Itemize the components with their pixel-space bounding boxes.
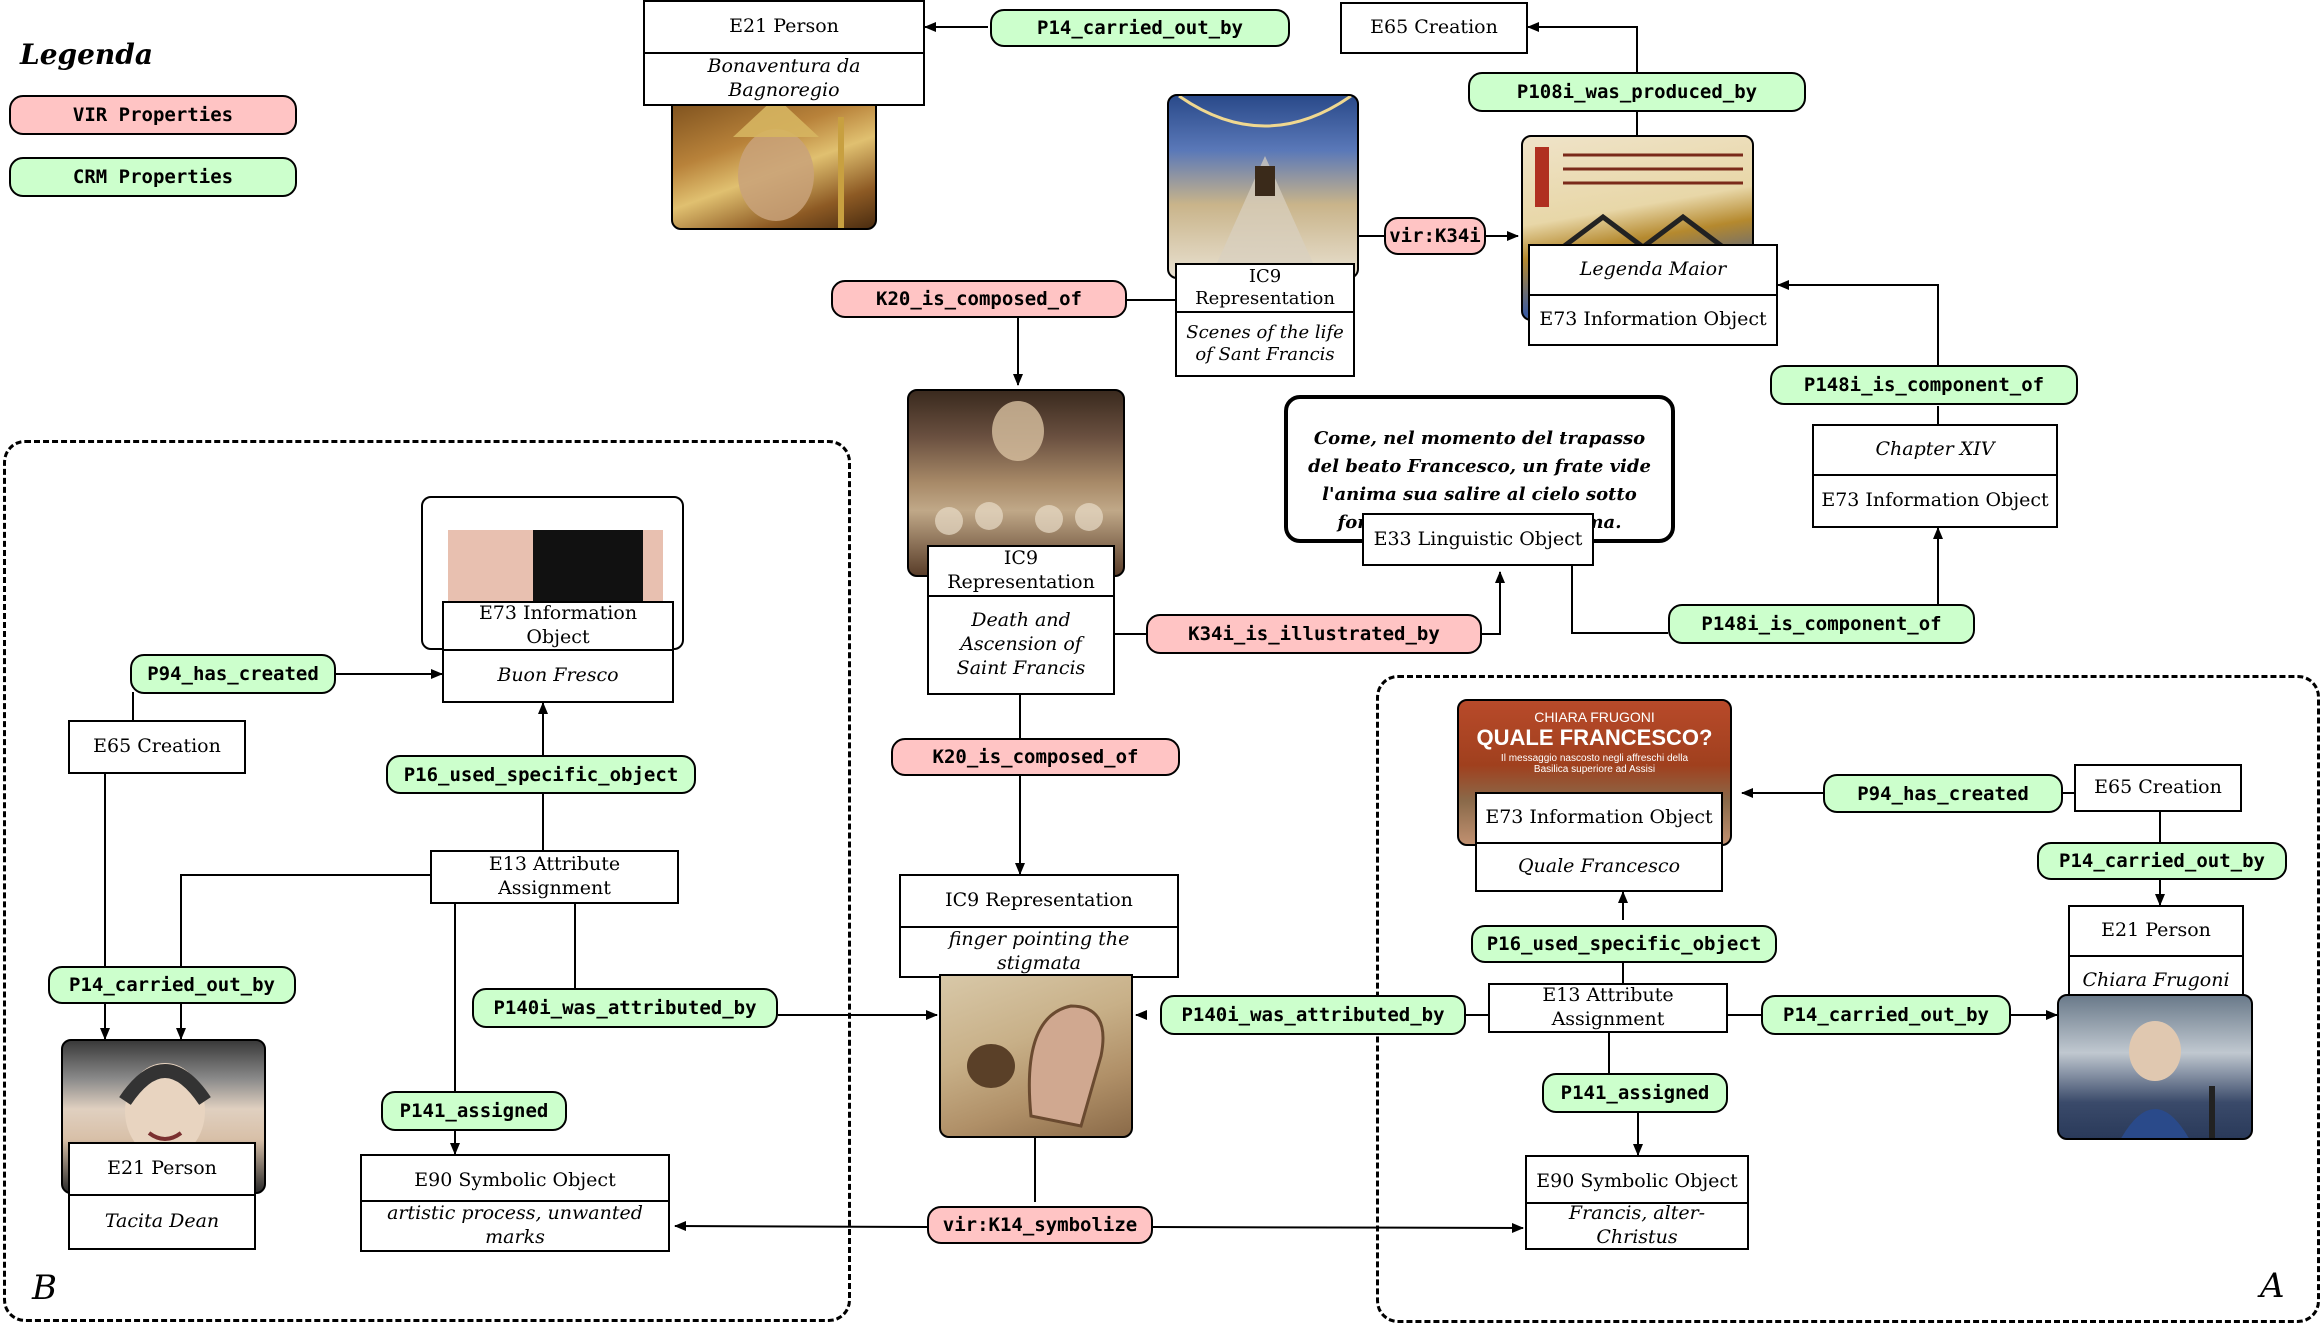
- quote-class: E33 Linguistic Object: [1362, 513, 1594, 566]
- edge-p14-top: P14_carried_out_by: [990, 9, 1290, 47]
- edge-p148i-top: P148i_is_component_of: [1770, 365, 2078, 405]
- region-a-label: A: [2260, 1266, 2285, 1306]
- top-creation-box: E65 Creation: [1340, 2, 1528, 54]
- edge-p140i-left: P140i_was_attributed_by: [472, 988, 778, 1028]
- bonaventura-name: Bonaventura da Bagnoregio: [643, 52, 925, 106]
- quale-name: Quale Francesco: [1475, 842, 1723, 892]
- edge-p14-right: P14_carried_out_by: [1761, 995, 2011, 1035]
- buon-fresco-class: E73 Information Object: [442, 601, 674, 651]
- edge-k20-top: K20_is_composed_of: [831, 280, 1127, 318]
- manuscript-icon: [1535, 147, 1743, 251]
- cover-subtitle: Il messaggio nascosto negli affreschi de…: [1500, 753, 1689, 775]
- legend-title: Legenda: [20, 38, 153, 71]
- finger-icon: [967, 1004, 1105, 1128]
- person-icon: [119, 1063, 211, 1159]
- right-attr-box: E13 Attribute Assignment: [1488, 983, 1728, 1033]
- legenda-maior-name: Legenda Maior: [1528, 244, 1778, 296]
- swatch-icon: [448, 530, 663, 604]
- legend-vir-pill: VIR Properties: [9, 95, 297, 135]
- tacita-name: Tacita Dean: [68, 1194, 256, 1250]
- legenda-maior-class: E73 Information Object: [1528, 294, 1778, 346]
- edge-k34i: K34i_is_illustrated_by: [1146, 614, 1482, 654]
- edge-p140i-right: P140i_was_attributed_by: [1160, 995, 1466, 1035]
- bonaventura-portrait: [671, 95, 877, 230]
- edge-p108i: P108i_was_produced_by: [1468, 72, 1806, 112]
- finger-class: IC9 Representation: [899, 874, 1179, 928]
- left-creation-box: E65 Creation: [68, 720, 246, 774]
- bonaventura-class: E21 Person: [643, 0, 925, 54]
- chapter-name: Chapter XIV: [1812, 424, 2058, 476]
- edge-p141-left: P141_assigned: [381, 1091, 567, 1131]
- buon-fresco-name: Buon Fresco: [442, 649, 674, 703]
- region-b-label: B: [32, 1268, 57, 1308]
- edge-p16-left: P16_used_specific_object: [386, 755, 696, 794]
- edge-p148i-bottom: P148i_is_component_of: [1668, 604, 1975, 644]
- region-b: [3, 440, 851, 1322]
- chiara-class: E21 Person: [2068, 905, 2244, 957]
- portrait-icon: [733, 97, 844, 228]
- left-attr-box: E13 Attribute Assignment: [430, 850, 679, 904]
- edge-vir-k14: vir:K14_symbolize: [927, 1206, 1153, 1244]
- edge-vir-k34i: vir:K34i: [1384, 217, 1486, 255]
- death-class: IC9 Representation: [927, 545, 1115, 597]
- basilica-photo: [1167, 94, 1359, 279]
- cover-author: CHIARA FRUGONI: [1534, 709, 1655, 725]
- edge-k20-mid: K20_is_composed_of: [891, 738, 1180, 776]
- finger-fresco: [939, 974, 1133, 1138]
- scenes-name: Scenes of the life of Sant Francis: [1175, 311, 1355, 377]
- right-symbolic-name: Francis, alter-Christus: [1525, 1202, 1749, 1250]
- right-creation-box: E65 Creation: [2074, 764, 2242, 812]
- quale-class: E73 Information Object: [1475, 792, 1723, 844]
- edge-p141-right: P141_assigned: [1542, 1073, 1728, 1113]
- fresco-icon: [935, 401, 1103, 535]
- cover-title: QUALE FRANCESCO?: [1476, 725, 1713, 750]
- chiara-photo: [2057, 994, 2253, 1140]
- death-name: Death and Ascension of Saint Francis: [927, 595, 1115, 695]
- speaker-icon: [2121, 1021, 2215, 1138]
- chapter-class: E73 Information Object: [1812, 474, 2058, 528]
- edge-p14-right-top: P14_carried_out_by: [2037, 842, 2287, 880]
- tacita-class: E21 Person: [68, 1142, 256, 1196]
- edge-p94-right: P94_has_created: [1823, 774, 2063, 813]
- finger-name: finger pointing the stigmata: [899, 926, 1179, 978]
- right-symbolic-class: E90 Symbolic Object: [1525, 1155, 1749, 1209]
- scenes-class: IC9 Representation: [1175, 263, 1355, 313]
- basilica-icon: [1178, 96, 1352, 277]
- left-symbolic-class: E90 Symbolic Object: [360, 1154, 670, 1208]
- left-symbolic-name: artistic process, unwanted marks: [360, 1200, 670, 1252]
- edge-p94-left: P94_has_created: [130, 654, 336, 694]
- edge-p14-left: P14_carried_out_by: [48, 966, 296, 1004]
- legend-crm-pill: CRM Properties: [9, 157, 297, 197]
- edge-p16-right: P16_used_specific_object: [1471, 925, 1777, 963]
